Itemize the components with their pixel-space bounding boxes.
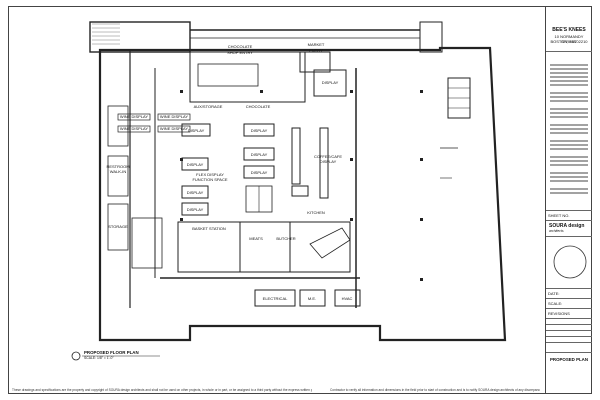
footer-copyright: These drawings and specifications are th… xyxy=(12,388,312,392)
room-label: DISPLAY xyxy=(322,80,339,85)
room-label: DISPLAY xyxy=(187,162,204,167)
section-marker-icon xyxy=(71,351,81,361)
room-label: BUTCHER xyxy=(276,236,295,241)
room-label: DISPLAY xyxy=(320,159,337,164)
room-label: SHOP ENTRY xyxy=(227,50,253,55)
room-label: ENTRY xyxy=(309,48,323,53)
floor-plan: CHOCOLATE SHOP ENTRY MARKET ENTRY DISPLA… xyxy=(71,21,507,361)
project-address-1: 10 NORMANDY STREET xyxy=(554,34,584,44)
room-label: WINE DISPLAY xyxy=(160,114,188,119)
room-label: ELECTRICAL xyxy=(263,296,288,301)
date-label: DATE: xyxy=(548,291,560,296)
room-label: DISPLAY xyxy=(188,128,205,133)
room-label: MARKET xyxy=(308,42,325,47)
room-label: DISPLAY xyxy=(187,207,204,212)
room-label: WINE DISPLAY xyxy=(120,114,148,119)
room-label: FUNCTION SPACE xyxy=(192,177,227,182)
room-label: FLEX DISPLAY xyxy=(196,172,224,177)
room-label: KITCHEN xyxy=(307,210,325,215)
title-block: BEE'S KNEES 10 NORMANDY STREET BOSTON, M… xyxy=(545,6,592,394)
logo-circle-icon xyxy=(553,245,587,279)
room-label: COFFEE/CAFE xyxy=(314,154,342,159)
room-label: M.E. xyxy=(308,296,316,301)
project-name: BEE'S KNEES xyxy=(552,27,586,33)
room-label: HVAC xyxy=(342,296,353,301)
top-annex xyxy=(89,21,191,53)
sheet-label: SHEET NO. xyxy=(548,213,570,218)
room-label: MEATS xyxy=(249,236,263,241)
revisions-label: REVISIONS xyxy=(548,311,570,316)
room-label: DISPLAY xyxy=(251,128,268,133)
firm-sub: architects xyxy=(549,229,564,233)
room-label: CHOCOLATE xyxy=(228,44,253,49)
room-label: WALK-IN xyxy=(110,169,127,174)
room-label: STORAGE xyxy=(108,224,128,229)
room-label: CHOCOLATE xyxy=(246,104,271,109)
display-top-right xyxy=(313,69,347,97)
sheet-border xyxy=(8,6,592,394)
firm-name: SOURA design xyxy=(549,223,585,229)
room-label: AUX/STORAGE xyxy=(194,104,223,109)
chocolate-shop xyxy=(189,51,306,103)
stair-top-right xyxy=(419,21,443,53)
scale-label: SCALE: xyxy=(548,301,563,306)
electrical-room xyxy=(254,289,296,307)
room-label: DISPLAY xyxy=(187,190,204,195)
footer-verify: Contractor to verify all information and… xyxy=(330,388,540,392)
room-label: RESTROOM xyxy=(106,164,129,169)
room-label: DISPLAY xyxy=(251,152,268,157)
drawing-title: PROPOSED PLAN xyxy=(549,357,589,362)
room-label: BASKET STATION xyxy=(192,226,226,231)
exterior-wall xyxy=(98,46,507,342)
plan-scale: SCALE: 1/8" = 1'-0" xyxy=(84,356,114,360)
plan-caption: PROPOSED FLOOR PLAN xyxy=(84,350,139,355)
project-address-2: BOSTON, MA 02210 xyxy=(550,39,588,44)
room-label: WINE DISPLAY xyxy=(120,126,148,131)
room-label: WINE DISPLAY xyxy=(160,126,188,131)
room-label: DISPLAY xyxy=(251,170,268,175)
